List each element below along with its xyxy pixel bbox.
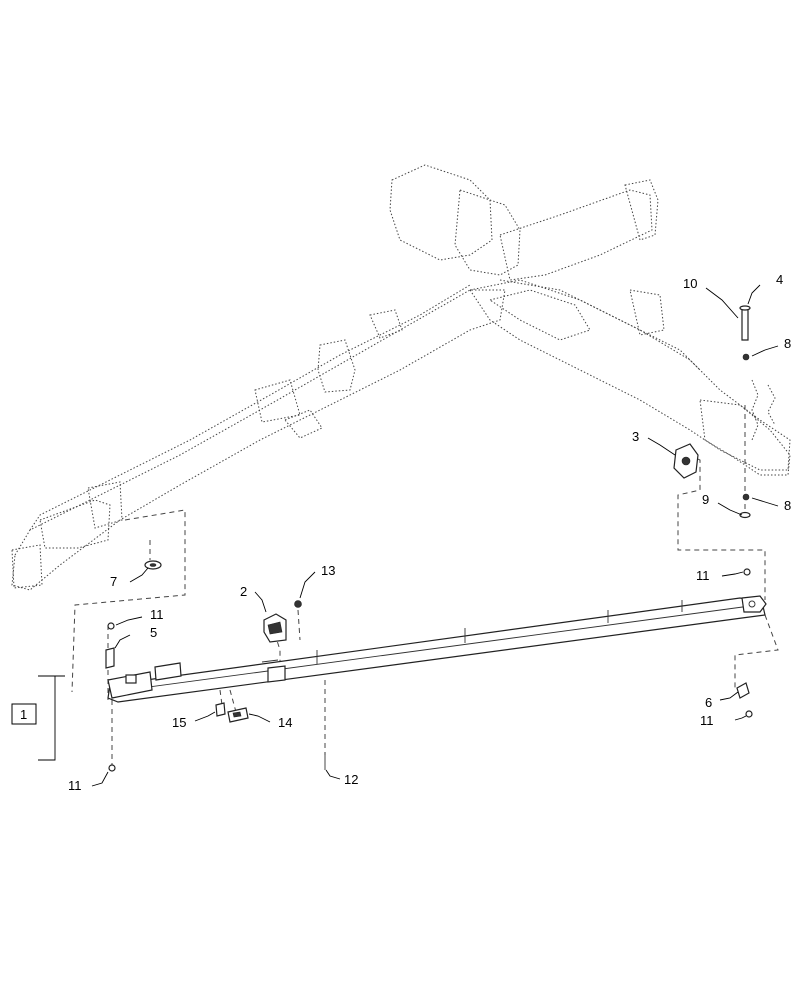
frame-plate-d	[284, 409, 323, 439]
callout-4: 4	[776, 272, 783, 287]
callout-11-bottom-right: 11	[700, 713, 714, 728]
callout-2: 2	[240, 584, 247, 599]
frame-right-hitch	[699, 399, 791, 476]
callout-8-lower: 8	[784, 498, 791, 513]
assembly-lines	[71, 405, 779, 768]
toolbar-beam	[107, 597, 766, 703]
toolbar-left-plate	[154, 662, 182, 681]
frame-right-arm-top	[499, 279, 701, 371]
callout-10: 10	[683, 276, 697, 291]
part-4-pin	[741, 307, 749, 341]
callout-13: 13	[321, 563, 335, 578]
leader-lines	[38, 284, 779, 787]
frame-left-arm	[11, 289, 506, 591]
part-8-nut-upper	[742, 353, 750, 361]
frame-plate-a	[317, 339, 356, 393]
callout-11-bottom-left: 11	[68, 778, 82, 793]
frame-left-bracket	[87, 481, 123, 529]
frame-plate-b	[369, 309, 403, 339]
callout-15: 15	[172, 715, 186, 730]
toolbar-right-hinge	[741, 595, 767, 613]
callout-14: 14	[278, 715, 292, 730]
callout-8-upper: 8	[784, 336, 791, 351]
frame-center-tower	[389, 164, 493, 261]
part-5-pin	[105, 647, 115, 669]
callout-11-top-left: 11	[150, 607, 164, 622]
callout-5: 5	[150, 625, 157, 640]
frame-right-arm	[469, 279, 791, 471]
frame-plate-c	[254, 379, 301, 423]
frame-right-bracket	[629, 289, 665, 336]
part-8-nut-lower	[742, 493, 750, 501]
toolbar-left-tab	[125, 674, 137, 684]
toolbar-mount-block	[267, 665, 286, 683]
callout-1: 1	[20, 707, 27, 722]
toolbar-assembly	[107, 595, 767, 703]
callout-11-top-right: 11	[696, 568, 710, 583]
frame-right-chain	[751, 379, 776, 441]
frame-crossbar	[499, 189, 653, 281]
part-6-pin	[736, 682, 750, 699]
part-11-fastener-b	[743, 568, 751, 576]
frame-left-end-block	[11, 499, 111, 589]
part-11-fastener-c	[745, 710, 753, 718]
callout-9: 9	[702, 492, 709, 507]
part-13-nut	[294, 600, 302, 608]
frame-left-arm-top	[29, 284, 471, 531]
callout-3: 3	[632, 429, 639, 444]
frame-crossbar-end	[624, 179, 659, 241]
frame-center-tower-2	[454, 189, 521, 276]
parts	[105, 305, 753, 772]
part-15-bracket	[215, 702, 226, 717]
callout-6: 6	[705, 695, 712, 710]
frame-assembly	[11, 164, 791, 591]
callouts: 1 2 3 4 5 6 7 8 8 9 10 11 11 11 11 12 13…	[11, 272, 791, 793]
callout-12: 12	[344, 772, 358, 787]
part-9-washer	[739, 511, 751, 519]
callout-7: 7	[110, 574, 117, 589]
part-11-fastener-a	[107, 622, 115, 630]
callout-1-box	[11, 703, 37, 725]
part-11-fastener-d	[108, 764, 116, 772]
